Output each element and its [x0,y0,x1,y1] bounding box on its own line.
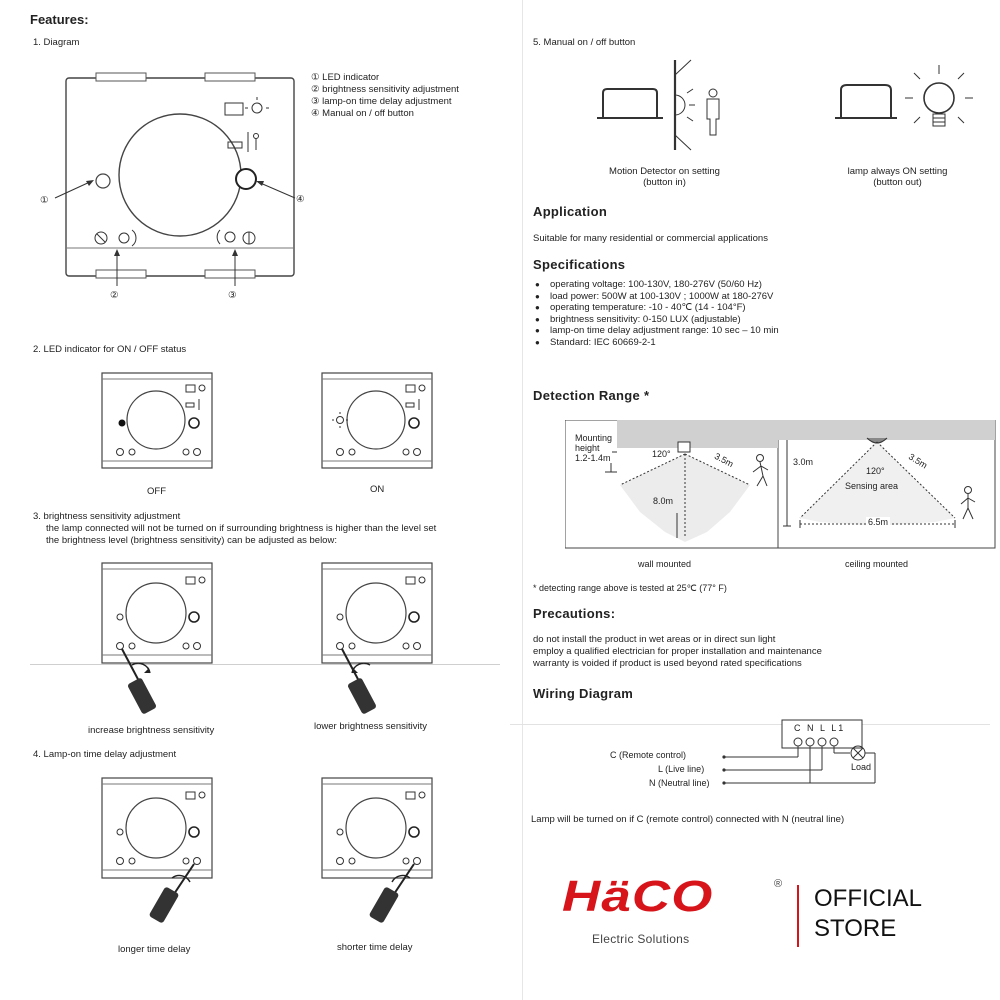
spec-temperature: operating temperature: -10 - 40℃ (14 - 1… [533,302,779,314]
lamp-caption-line-2: (button out) [873,177,922,188]
spec-brightness: brightness sensitivity: 0-150 LUX (adjus… [533,314,779,326]
motion-setting-caption: Motion Detector on setting (button in) [597,166,732,188]
haco-logo: HäCO ® [562,872,782,922]
terminal-labels: C N L L1 [794,723,845,733]
precaution-2: employ a qualified electrician for prope… [533,646,822,657]
mounting-line-1: Mounting [575,433,613,443]
legend-item-delay: ③ lamp-on time delay adjustment [311,96,452,107]
legend-item-brightness: ② brightness sensitivity adjustment [311,84,459,95]
label-lower-sensitivity: lower brightness sensitivity [314,721,427,732]
features-title: Features: [30,12,89,27]
lamp-caption-line-1: lamp always ON setting [847,166,948,177]
ceiling-angle-label: 120° [866,466,885,476]
label-on: ON [370,484,385,495]
mounting-line-3: 1.2-1.4m [575,453,611,463]
label-off: OFF [147,486,166,497]
wiring-note: Lamp will be turned on if C (remote cont… [531,814,845,825]
mounting-line-2: height [575,443,600,453]
scan-line-right [510,724,990,725]
wall-mounted-caption: wall mounted [638,559,692,569]
motion-caption-line-1: Motion Detector on setting [609,166,720,177]
wall-angle-label: 120° [652,449,671,459]
legend-item-manual: ④ Manual on / off button [311,108,414,119]
wire-c-label: C (Remote control) [610,750,687,760]
ceiling-mounted-caption: ceiling mounted [845,559,909,569]
spec-load: load power: 500W at 100-130V ; 1000W at … [533,291,779,303]
label-shorter-delay: shorter time delay [337,942,413,953]
sensing-area-label: Sensing area [845,481,899,491]
scan-line [30,664,500,665]
motion-setting-illustration [597,59,720,151]
detection-note: * detecting range above is tested at 25℃… [533,583,727,593]
precautions-list: do not install the product in wet areas … [533,634,822,670]
main-diagram [54,72,296,286]
callout-1: ① [40,195,49,206]
official-text: OFFICIAL [814,885,923,912]
registered-mark: ® [774,878,783,890]
callout-2: ② [110,290,119,301]
precautions-title: Precautions: [533,606,616,621]
section-2-title: 2. LED indicator for ON / OFF status [33,344,187,355]
precaution-1: do not install the product in wet areas … [533,634,776,645]
detection-title: Detection Range * [533,388,650,403]
section-1-title: 1. Diagram [33,37,80,48]
lamp-on-setting-illustration [835,65,973,127]
wiring-diagram [722,719,876,785]
mounting-height-label: Mounting height 1.2-1.4m [575,433,613,463]
section-4-title: 4. Lamp-on time delay adjustment [33,749,177,760]
feature-legend: ① LED indicator ② brightness sensitivity… [311,72,459,120]
application-title: Application [533,204,608,219]
brand-divider [797,885,799,947]
section-3-line-1: the lamp connected will not be turned on… [46,523,437,534]
ceiling-distance-65-label: 6.5m [866,517,891,527]
application-text: Suitable for many residential or commerc… [533,233,768,244]
device-on-diagram [321,372,433,469]
label-longer-delay: longer time delay [118,944,191,955]
section-3-line-2: the brightness level (brightness sensiti… [46,535,337,546]
official-store-label: OFFICIAL STORE [814,884,922,944]
terminal-n: N [807,723,816,733]
ceiling-height-label: 3.0m [793,457,814,467]
wire-n-label: N (Neutral line) [649,778,710,788]
terminal-l1: L1 [831,723,846,733]
wiring-title: Wiring Diagram [533,686,634,701]
wire-l-label: L (Live line) [658,764,705,774]
detection-range-diagram [565,420,996,549]
lamp-setting-caption: lamp always ON setting (button out) [830,166,965,188]
device-off-diagram [101,372,213,469]
brightness-increase-diagram [101,562,213,714]
brand-tagline: Electric Solutions [592,932,690,946]
spec-standard: Standard: IEC 60669-2-1 [533,337,779,349]
specifications-title: Specifications [533,257,626,272]
precaution-3: warranty is voided if product is used be… [533,658,802,669]
spec-delay: lamp-on time delay adjustment range: 10 … [533,325,779,337]
delay-shorter-diagram [321,777,433,923]
callout-4: ④ [296,194,305,205]
wall-distance-8-label: 8.0m [653,496,674,506]
store-text: STORE [814,915,897,942]
load-label: Load [851,762,872,772]
specifications-list: operating voltage: 100-130V, 180-276V (5… [533,279,779,348]
motion-caption-line-2: (button in) [643,177,686,188]
column-divider [522,0,523,1000]
section-3-title: 3. brightness sensitivity adjustment [33,511,181,522]
callout-3: ③ [228,290,237,301]
label-increase-sensitivity: increase brightness sensitivity [88,725,215,736]
terminal-c: C [794,723,803,733]
legend-item-led: ① LED indicator [311,72,380,83]
terminal-l: L [820,723,827,733]
spec-voltage: operating voltage: 100-130V, 180-276V (5… [533,279,779,291]
brightness-lower-diagram [321,562,433,714]
haco-logo-text: HäCO [562,872,714,921]
delay-longer-diagram [101,777,213,923]
section-5-title: 5. Manual on / off button [533,37,636,48]
